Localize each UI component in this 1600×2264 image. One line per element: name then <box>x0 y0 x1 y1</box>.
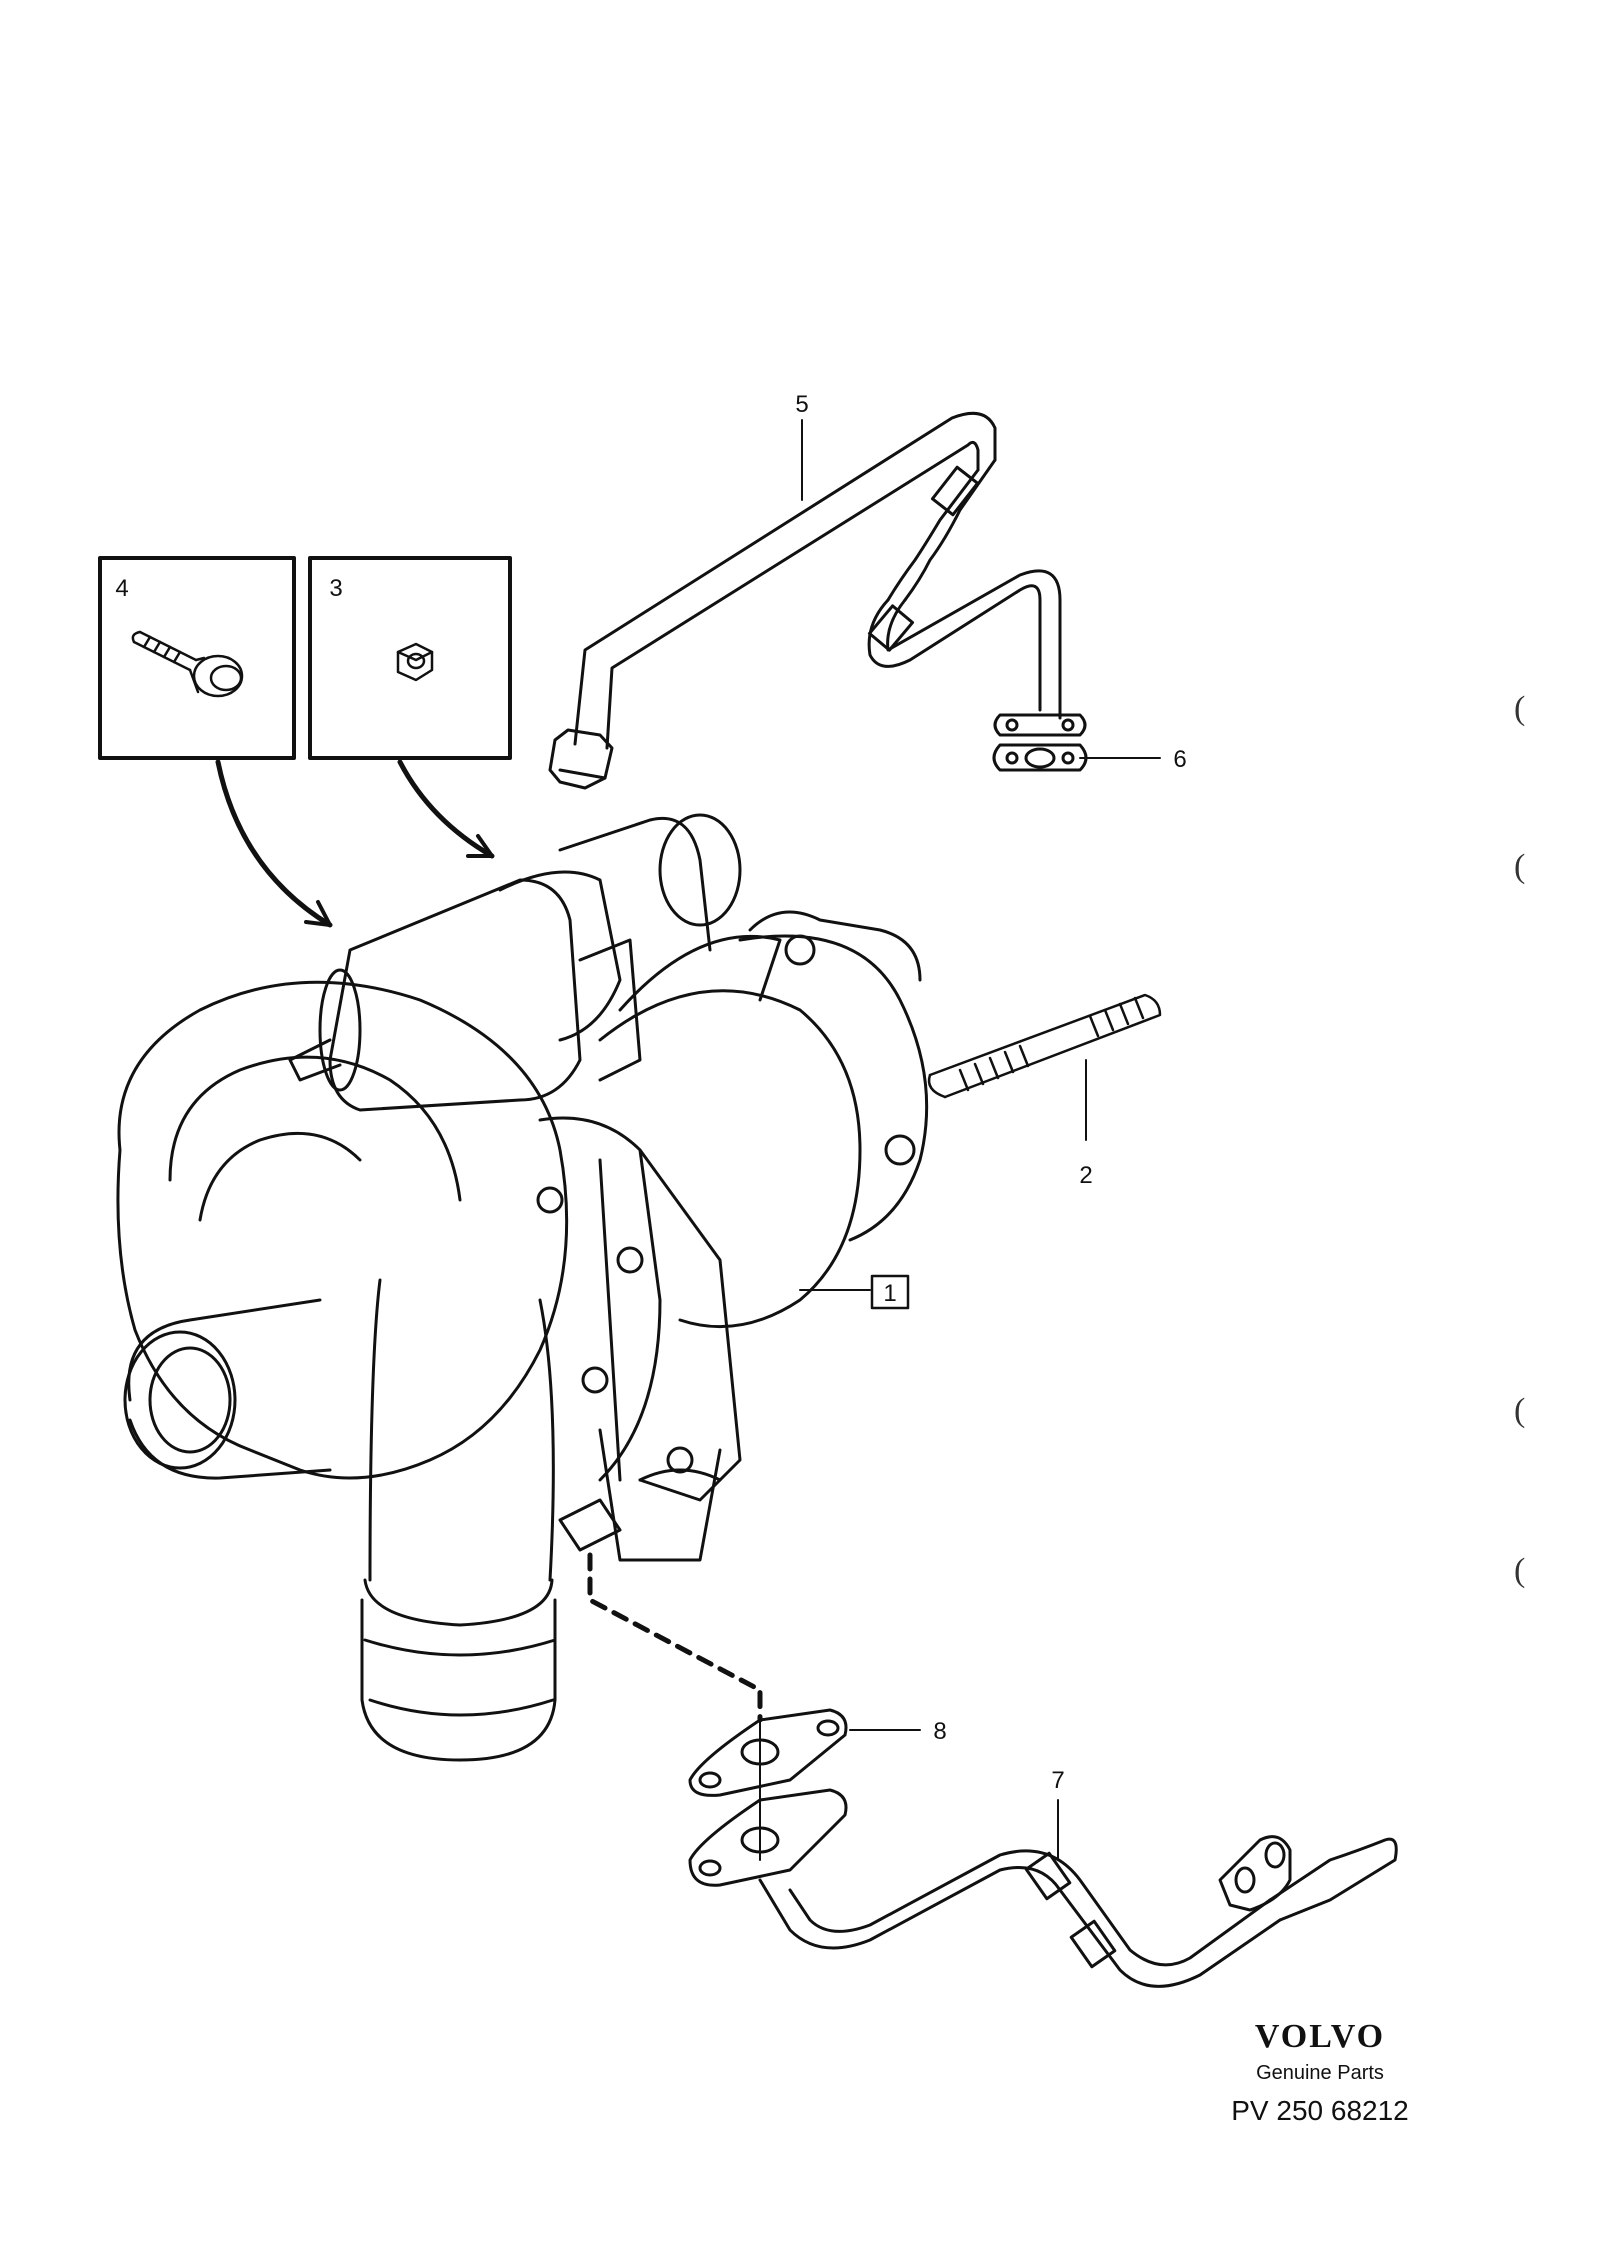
dashed-connector <box>587 1552 763 1723</box>
brand-block: VOLVO Genuine Parts PV 250 68212 <box>1190 2020 1450 2127</box>
callout-box-1 <box>870 1274 910 1310</box>
callout-1: 1 <box>883 1280 896 1307</box>
inset-box-3 <box>308 556 512 760</box>
stud-2 <box>927 993 1162 1099</box>
callout-5: 5 <box>795 391 808 418</box>
inset-arrows <box>215 759 495 928</box>
callout-4: 4 <box>115 575 128 602</box>
bolt-icon <box>131 630 244 698</box>
callout-3: 3 <box>329 575 342 602</box>
nut-icon <box>396 642 434 682</box>
inset-box-4 <box>98 556 296 760</box>
turbocharger <box>116 813 929 1762</box>
margin-mark-3: ( <box>1514 1392 1526 1429</box>
gasket-8 <box>688 1708 848 1797</box>
volvo-logo: VOLVO <box>1254 2018 1386 2055</box>
oil-return-pipe <box>688 1788 1398 1988</box>
margin-mark-2: ( <box>1514 848 1526 885</box>
gasket-6 <box>992 713 1088 772</box>
callout-2: 2 <box>1079 1162 1092 1189</box>
callout-7: 7 <box>1051 1767 1064 1794</box>
callout-6: 6 <box>1173 746 1186 773</box>
brand-subtitle: Genuine Parts <box>1256 2062 1384 2084</box>
margin-mark-4: ( <box>1514 1552 1526 1589</box>
leader-lines <box>799 419 1161 1861</box>
margin-mark-1: ( <box>1514 690 1526 727</box>
callout-8: 8 <box>933 1718 946 1745</box>
oil-feed-pipe <box>548 411 1062 790</box>
part-number: PV 250 68212 <box>1231 2095 1409 2126</box>
